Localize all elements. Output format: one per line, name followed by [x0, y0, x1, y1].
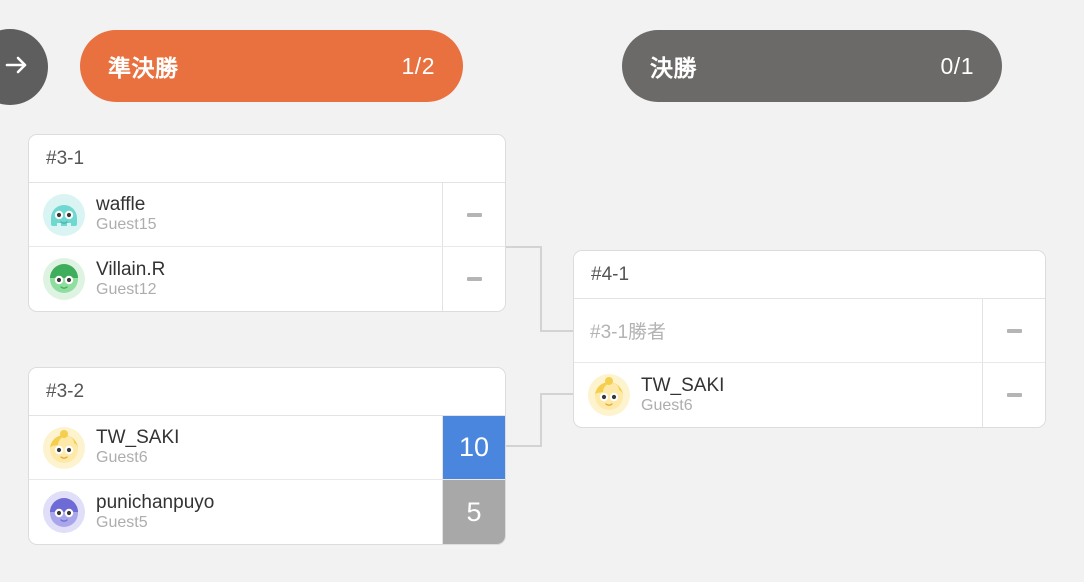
avatar-teal-blob-icon — [43, 193, 85, 236]
match-card-4-1[interactable]: #4-1 #3-1勝者 — [573, 250, 1046, 428]
connector-line — [506, 445, 542, 447]
score-dash-icon — [1006, 328, 1022, 333]
connector-line — [540, 393, 574, 395]
table-row[interactable]: punichanpuyo Guest5 5 — [29, 480, 505, 544]
player-name: TW_SAKI — [641, 374, 725, 396]
player-cell[interactable]: punichanpuyo Guest5 — [29, 480, 443, 544]
match-card-3-2[interactable]: #3-2 TW_SAKI Guest6 — [28, 367, 506, 545]
score-cell[interactable] — [983, 363, 1045, 427]
round-tab-semifinal[interactable]: 準決勝 1/2 — [80, 30, 463, 102]
player-name: punichanpuyo — [96, 491, 215, 513]
avatar-green-face-icon — [43, 258, 85, 300]
round-tab-final-count: 0/1 — [940, 52, 974, 79]
score-cell[interactable] — [443, 247, 505, 311]
connector-line — [540, 330, 574, 332]
match-card-3-2-title: #3-2 — [29, 368, 505, 416]
player-placeholder-label: #3-1勝者 — [590, 322, 667, 343]
table-row[interactable]: #3-1勝者 — [574, 299, 1045, 363]
connector-line — [540, 246, 542, 332]
player-cell[interactable]: Villain.R Guest12 — [29, 247, 443, 311]
avatar-yellow-face-icon — [588, 374, 630, 416]
score-dash-icon — [466, 277, 482, 281]
score-cell[interactable]: 5 — [443, 480, 505, 544]
score-dash-icon — [1006, 393, 1022, 397]
player-guest-id: Guest6 — [641, 396, 693, 414]
match-card-3-1[interactable]: #3-1 waffle Guest15 — [28, 134, 506, 312]
score-cell[interactable]: 10 — [443, 416, 505, 479]
player-guest-id: Guest5 — [96, 513, 148, 531]
connector-line — [506, 246, 542, 248]
score-cell[interactable] — [443, 183, 505, 246]
player-name: TW_SAKI — [96, 427, 180, 449]
avatar-purple-face-icon — [43, 491, 85, 533]
score-cell[interactable] — [983, 299, 1045, 362]
round-tab-final[interactable]: 決勝 0/1 — [622, 30, 1002, 102]
player-guest-id: Guest6 — [96, 449, 148, 467]
table-row[interactable]: TW_SAKI Guest6 10 — [29, 416, 505, 480]
player-cell-placeholder[interactable]: #3-1勝者 — [574, 299, 983, 362]
match-card-3-1-title: #3-1 — [29, 135, 505, 183]
round-tab-semifinal-label: 準決勝 — [108, 55, 179, 81]
table-row[interactable]: waffle Guest15 — [29, 183, 505, 247]
player-name: Villain.R — [96, 258, 166, 280]
arrow-right-icon — [0, 50, 32, 85]
table-row[interactable]: TW_SAKI Guest6 — [574, 363, 1045, 427]
match-card-4-1-title: #4-1 — [574, 251, 1045, 299]
round-tab-final-label: 決勝 — [650, 55, 697, 81]
player-cell[interactable]: TW_SAKI Guest6 — [574, 363, 983, 427]
player-cell[interactable]: waffle Guest15 — [29, 183, 443, 246]
connector-line — [540, 393, 542, 447]
next-round-nav-button[interactable] — [0, 29, 48, 105]
round-tab-semifinal-count: 1/2 — [401, 52, 435, 79]
table-row[interactable]: Villain.R Guest12 — [29, 247, 505, 311]
player-cell[interactable]: TW_SAKI Guest6 — [29, 416, 443, 479]
avatar-yellow-face-icon — [43, 426, 85, 469]
player-guest-id: Guest15 — [96, 216, 157, 234]
score-dash-icon — [466, 212, 482, 217]
player-name: waffle — [96, 194, 146, 216]
player-guest-id: Guest12 — [96, 280, 157, 298]
